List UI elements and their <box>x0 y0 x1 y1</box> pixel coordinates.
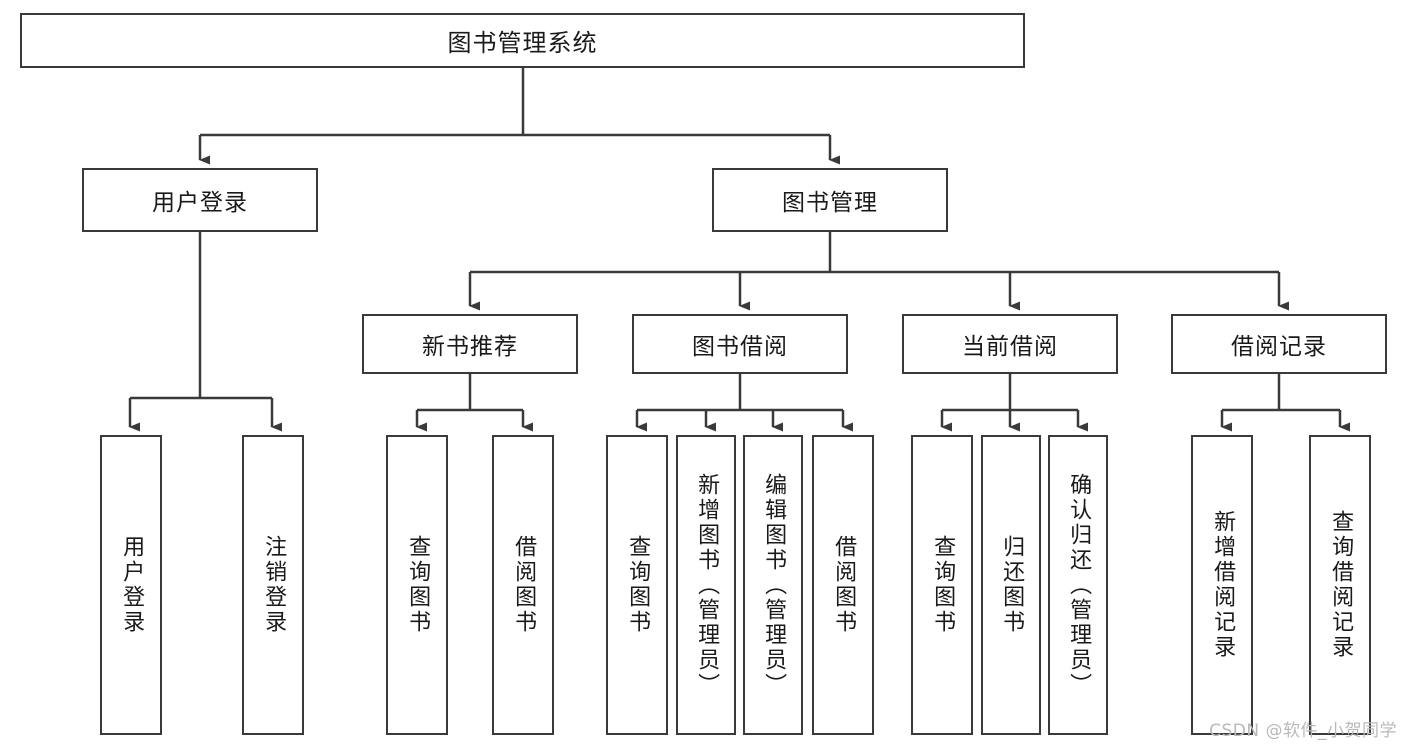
leaf-label: 新增借阅记录 <box>1210 510 1236 660</box>
leaf-label: 新增图书（管理员） <box>694 472 720 698</box>
node-borrow-record[interactable]: 借阅记录 <box>1171 314 1387 374</box>
leaf-current-return-book[interactable]: 归还图书 <box>981 435 1041 735</box>
leaf-borrow-query-book[interactable]: 查询图书 <box>606 435 668 735</box>
node-book-management[interactable]: 图书管理 <box>712 168 948 232</box>
node-user-login[interactable]: 用户登录 <box>82 168 318 232</box>
leaf-label: 借阅图书 <box>511 535 537 635</box>
leaf-label: 查询图书 <box>930 535 956 635</box>
leaf-label: 查询图书 <box>625 535 651 635</box>
leaf-label: 归还图书 <box>999 535 1025 635</box>
leaf-borrow-add-book-admin[interactable]: 新增图书（管理员） <box>676 435 736 735</box>
leaf-label: 查询借阅记录 <box>1328 510 1354 660</box>
node-label: 新书推荐 <box>422 334 518 360</box>
leaf-label: 注销登录 <box>261 535 287 635</box>
leaf-label: 查询图书 <box>405 535 431 635</box>
leaf-borrow-borrow-book[interactable]: 借阅图书 <box>812 435 874 735</box>
leaf-record-query-borrow-record[interactable]: 查询借阅记录 <box>1309 435 1371 735</box>
node-label: 当前借阅 <box>962 334 1058 360</box>
leaf-current-query-book[interactable]: 查询图书 <box>911 435 973 735</box>
node-label: 借阅记录 <box>1231 334 1327 360</box>
node-label: 图书借阅 <box>692 334 788 360</box>
leaf-user-login-signout[interactable]: 注销登录 <box>242 435 304 735</box>
node-root-system[interactable]: 图书管理系统 <box>20 13 1025 68</box>
node-label: 用户登录 <box>152 190 248 216</box>
watermark-text: CSDN @软件_小贺同学 <box>1209 721 1397 741</box>
leaf-label: 确认归还（管理员） <box>1066 472 1092 698</box>
node-label: 图书管理 <box>782 190 878 216</box>
leaf-record-add-borrow-record[interactable]: 新增借阅记录 <box>1191 435 1253 735</box>
leaf-recommend-query-book[interactable]: 查询图书 <box>386 435 448 735</box>
node-new-book-recommend[interactable]: 新书推荐 <box>362 314 578 374</box>
leaf-label: 用户登录 <box>119 535 145 635</box>
node-current-borrow[interactable]: 当前借阅 <box>902 314 1118 374</box>
leaf-current-confirm-return-admin[interactable]: 确认归还（管理员） <box>1048 435 1108 735</box>
leaf-user-login-signin[interactable]: 用户登录 <box>100 435 162 735</box>
leaf-label: 借阅图书 <box>831 535 857 635</box>
leaf-label: 编辑图书（管理员） <box>761 472 787 698</box>
leaf-borrow-edit-book-admin[interactable]: 编辑图书（管理员） <box>743 435 803 735</box>
leaf-recommend-borrow-book[interactable]: 借阅图书 <box>492 435 554 735</box>
node-book-borrow[interactable]: 图书借阅 <box>632 314 848 374</box>
node-label: 图书管理系统 <box>447 29 598 57</box>
